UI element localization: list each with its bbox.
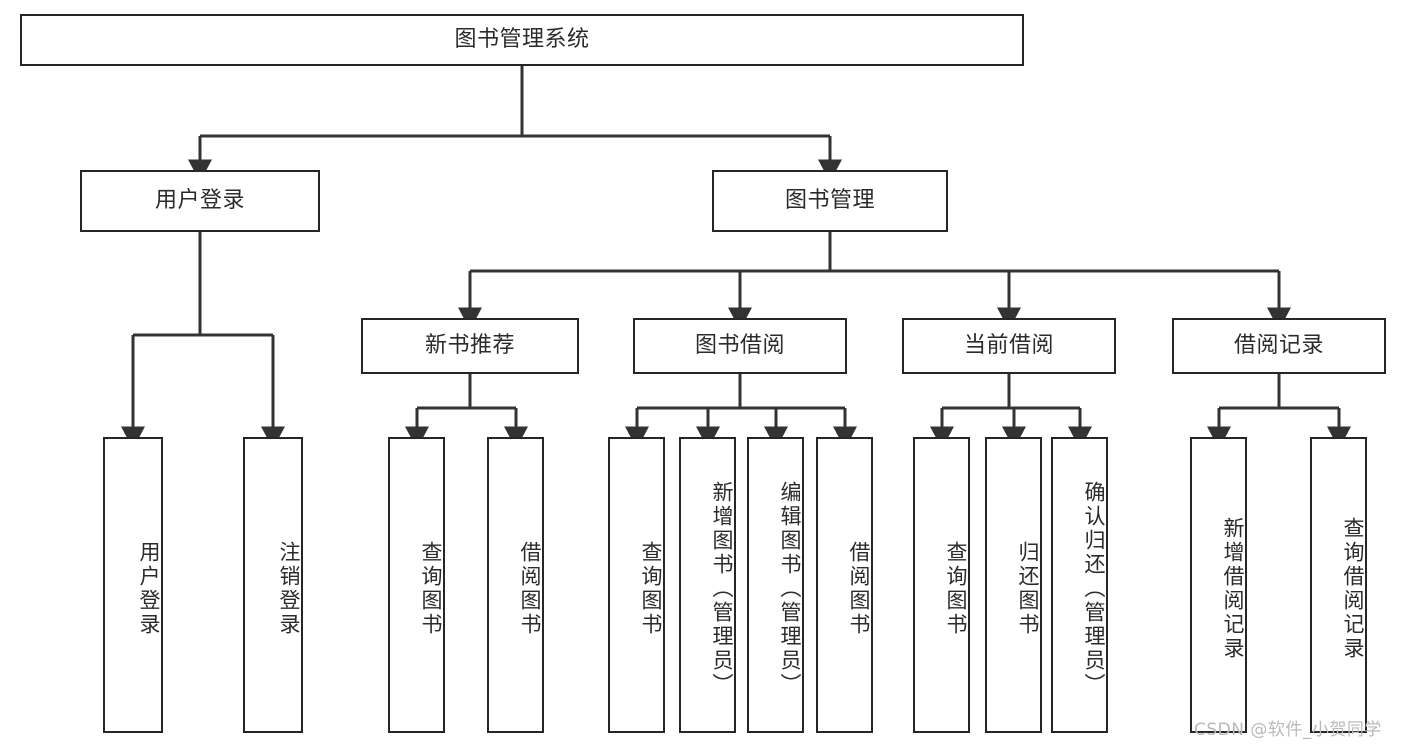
node-leaf-query-book-current[interactable]: 查询图书 — [913, 437, 970, 733]
node-leaf-add-borrow-record[interactable]: 新增借阅记录 — [1190, 437, 1247, 733]
csdn-watermark: CSDN @软件_小贺同学 — [1194, 720, 1382, 740]
node-user-login[interactable]: 用户登录 — [80, 170, 320, 232]
leaf-label: 查询图书 — [419, 541, 443, 637]
leaf-label: 查询借阅记录 — [1341, 517, 1365, 661]
node-book-borrow[interactable]: 图书借阅 — [633, 318, 847, 374]
leaf-label: 归还图书 — [1016, 541, 1040, 637]
node-leaf-query-borrow-record[interactable]: 查询借阅记录 — [1310, 437, 1367, 733]
leaf-label: 注销登录 — [277, 541, 301, 637]
node-book-manage[interactable]: 图书管理 — [712, 170, 948, 232]
leaf-label: 查询图书 — [944, 541, 968, 637]
node-leaf-user-login[interactable]: 用户登录 — [103, 437, 163, 733]
node-leaf-add-book-admin[interactable]: 新增图书（管理员） — [679, 437, 736, 733]
node-leaf-borrow-book[interactable]: 借阅图书 — [816, 437, 873, 733]
node-borrow-record[interactable]: 借阅记录 — [1172, 318, 1386, 374]
node-leaf-query-book-borrow[interactable]: 查询图书 — [608, 437, 665, 733]
leaf-label: 查询图书 — [639, 541, 663, 637]
leaf-label: 编辑图书（管理员） — [778, 481, 802, 697]
node-leaf-borrow-book-rec[interactable]: 借阅图书 — [487, 437, 544, 733]
node-new-book-recommend[interactable]: 新书推荐 — [361, 318, 579, 374]
leaf-label: 确认归还（管理员） — [1082, 481, 1106, 697]
node-leaf-user-logout[interactable]: 注销登录 — [243, 437, 303, 733]
node-leaf-query-book-rec[interactable]: 查询图书 — [388, 437, 445, 733]
node-leaf-confirm-return-admin[interactable]: 确认归还（管理员） — [1051, 437, 1108, 733]
leaf-label: 新增借阅记录 — [1221, 517, 1245, 661]
leaf-label: 新增图书（管理员） — [710, 481, 734, 697]
node-root-system[interactable]: 图书管理系统 — [20, 14, 1024, 66]
leaf-label: 借阅图书 — [847, 541, 871, 637]
leaf-label: 借阅图书 — [518, 541, 542, 637]
node-current-borrow[interactable]: 当前借阅 — [902, 318, 1116, 374]
node-leaf-return-book[interactable]: 归还图书 — [985, 437, 1042, 733]
node-leaf-edit-book-admin[interactable]: 编辑图书（管理员） — [747, 437, 804, 733]
leaf-label: 用户登录 — [137, 541, 161, 637]
